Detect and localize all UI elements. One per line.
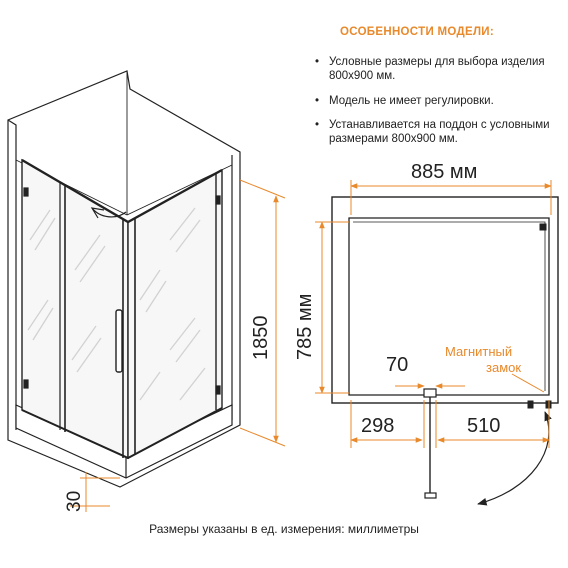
height-label: 1850 [250, 316, 272, 361]
feature-item: • Условные размеры для выбора изделия 80… [315, 55, 555, 83]
bullet-icon: • [315, 56, 320, 68]
base-dimension: 30 [64, 472, 120, 512]
height-dimension: 1850 [239, 179, 286, 447]
feature-item: • Устанавливается на поддон с условными … [315, 118, 565, 146]
feature-text: Условные размеры для выбора изделия 800х… [329, 56, 545, 82]
left-part-label: 298 [361, 415, 394, 437]
plan-view [331, 196, 559, 506]
feature-text: Модель не имеет регулировки. [329, 95, 494, 107]
plan-dimensions [315, 180, 552, 448]
gap-label: 70 [386, 354, 408, 376]
width-top-label: 885 мм [411, 161, 477, 183]
bullet-icon: • [315, 95, 320, 107]
magnet-label-line2: замок [486, 360, 521, 375]
magnet-label-line1: Магнитный [445, 344, 512, 359]
feature-item: • Модель не имеет регулировки. [315, 94, 555, 108]
wall-outline [331, 196, 559, 404]
features-title: ОСОБЕННОСТИ МОДЕЛИ: [340, 26, 495, 38]
bullet-icon: • [315, 119, 320, 131]
base-label: 30 [64, 491, 85, 512]
depth-label: 785 мм [294, 294, 316, 360]
units-caption: Размеры указаны в ед. измерения: миллиме… [149, 522, 419, 536]
door-handle [115, 309, 123, 373]
feature-text: Устанавливается на поддон с условными ра… [329, 119, 550, 145]
enclosure-3d-view [7, 70, 241, 488]
right-part-label: 510 [467, 415, 500, 437]
